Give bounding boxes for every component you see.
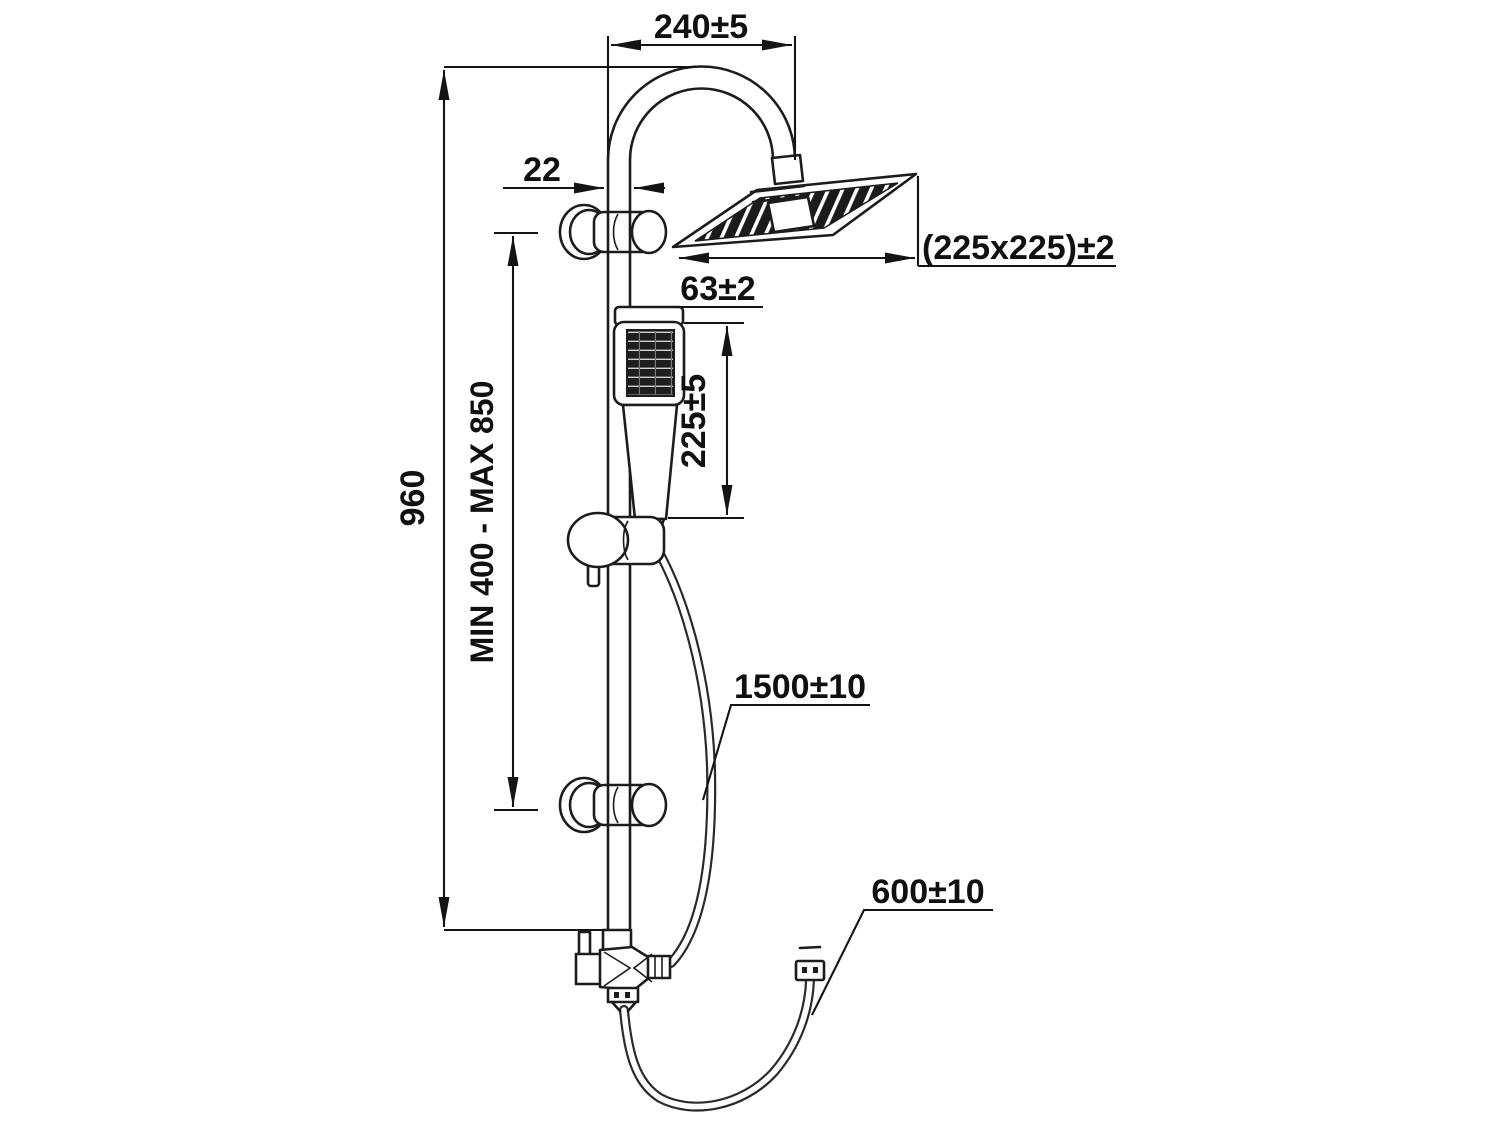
hand-shower-handle bbox=[621, 403, 679, 521]
dim-label-pipe-diameter: 22 bbox=[523, 151, 561, 189]
fitting-tick bbox=[798, 945, 822, 950]
hand-shower bbox=[612, 305, 686, 538]
dim-label-handshower-width: 63±2 bbox=[680, 270, 755, 308]
dim-label-handshower-length: 225±5 bbox=[675, 374, 713, 468]
dim-label-column-height: 960 bbox=[394, 470, 432, 527]
dim-label-top-width: 240±5 bbox=[654, 8, 748, 46]
wall-bracket-bottom bbox=[558, 776, 668, 834]
shower-column-pipe bbox=[606, 65, 797, 934]
head-swivel-connector bbox=[749, 153, 816, 234]
dim-top-width: 240±5 bbox=[606, 8, 797, 160]
dim-column-height: 960 bbox=[394, 65, 696, 932]
shower-hose bbox=[645, 532, 717, 968]
dim-handshower-width: 63±2 bbox=[672, 270, 763, 309]
dim-label-hose-long: 1500±10 bbox=[734, 668, 866, 706]
wall-bracket-top bbox=[558, 203, 668, 261]
dim-bracket-range: MIN 400 - MAX 850 bbox=[464, 231, 538, 812]
rain-shower-head bbox=[671, 153, 918, 249]
dim-label-bracket-range: MIN 400 - MAX 850 bbox=[464, 381, 500, 664]
dim-handshower-length: 225±5 bbox=[668, 321, 744, 520]
supply-hose bbox=[619, 945, 826, 1112]
dim-label-head-size: (225x225)±2 bbox=[922, 229, 1115, 267]
slider-holder bbox=[566, 511, 666, 588]
dim-label-hose-short: 600±10 bbox=[871, 873, 984, 911]
dim-head-size: (225x225)±2 bbox=[679, 176, 1116, 268]
dim-hose-short: 600±10 bbox=[811, 873, 993, 1016]
dim-hose-long: 1500±10 bbox=[701, 668, 870, 801]
hose-fitting bbox=[794, 959, 826, 982]
dim-pipe-diameter: 22 bbox=[503, 151, 665, 194]
hand-shower-face bbox=[626, 329, 675, 397]
diverter-valve bbox=[574, 928, 672, 1013]
hose-outlet bbox=[646, 954, 672, 980]
bottom-outlet-nut bbox=[606, 986, 640, 1004]
